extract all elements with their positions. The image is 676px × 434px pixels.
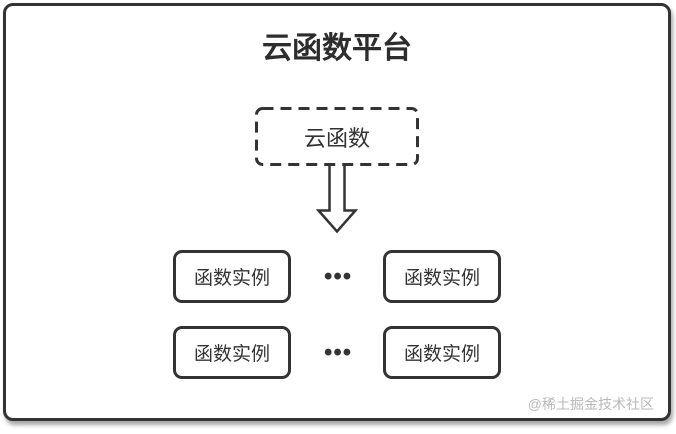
cloud-function-label: 云函数	[303, 125, 370, 151]
page-title: 云函数平台	[262, 32, 412, 65]
cloud-function-box: 云函数	[255, 107, 419, 166]
dashed-border	[255, 107, 419, 166]
instance-row: 函数实例 ••• 函数实例	[173, 250, 501, 303]
cloud-function-platform-panel: 云函数平台 云函数 函数实例 ••• 函数实例 函数实例 ••• 函数实例 @稀…	[3, 3, 671, 421]
function-instance-box: 函数实例	[383, 250, 501, 303]
function-instance-box: 函数实例	[173, 250, 291, 303]
ellipsis-dots: •••	[324, 338, 353, 366]
function-instance-box: 函数实例	[383, 326, 501, 379]
ellipsis-dots: •••	[324, 262, 353, 290]
instance-grid: 函数实例 ••• 函数实例 函数实例 ••• 函数实例	[173, 250, 501, 379]
watermark: @稀土掘金技术社区	[527, 396, 654, 412]
function-instance-box: 函数实例	[173, 326, 291, 379]
instance-row: 函数实例 ••• 函数实例	[173, 326, 501, 379]
down-arrow-icon	[315, 166, 359, 234]
